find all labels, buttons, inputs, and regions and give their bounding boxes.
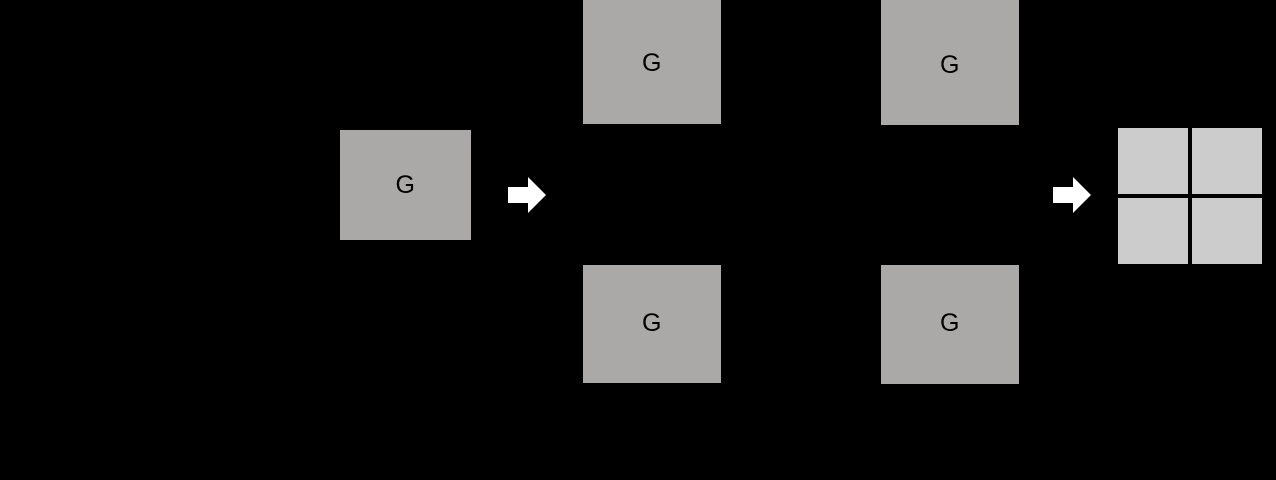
right-arrow-icon xyxy=(508,177,546,213)
output-tile-top-right[interactable] xyxy=(1192,128,1262,194)
output-tile-bottom-left[interactable] xyxy=(1118,198,1188,264)
generator-block-stage-top[interactable]: G xyxy=(881,0,1019,125)
right-arrow-icon xyxy=(1053,177,1091,213)
generator-block-branch-bottom[interactable]: G xyxy=(583,265,721,383)
generator-block-label: G xyxy=(642,49,662,77)
output-tile-bottom-right[interactable] xyxy=(1192,198,1262,264)
generator-block-label: G xyxy=(642,309,662,337)
output-tile-grid xyxy=(1118,128,1264,268)
generator-block-label: G xyxy=(395,170,416,199)
generator-block-input[interactable]: G xyxy=(340,130,471,240)
generator-block-stage-bottom[interactable]: G xyxy=(881,265,1019,384)
generator-block-branch-top[interactable]: G xyxy=(583,0,721,124)
generator-block-label: G xyxy=(940,309,960,337)
output-tile-top-left[interactable] xyxy=(1118,128,1188,194)
generator-block-label: G xyxy=(940,51,960,79)
